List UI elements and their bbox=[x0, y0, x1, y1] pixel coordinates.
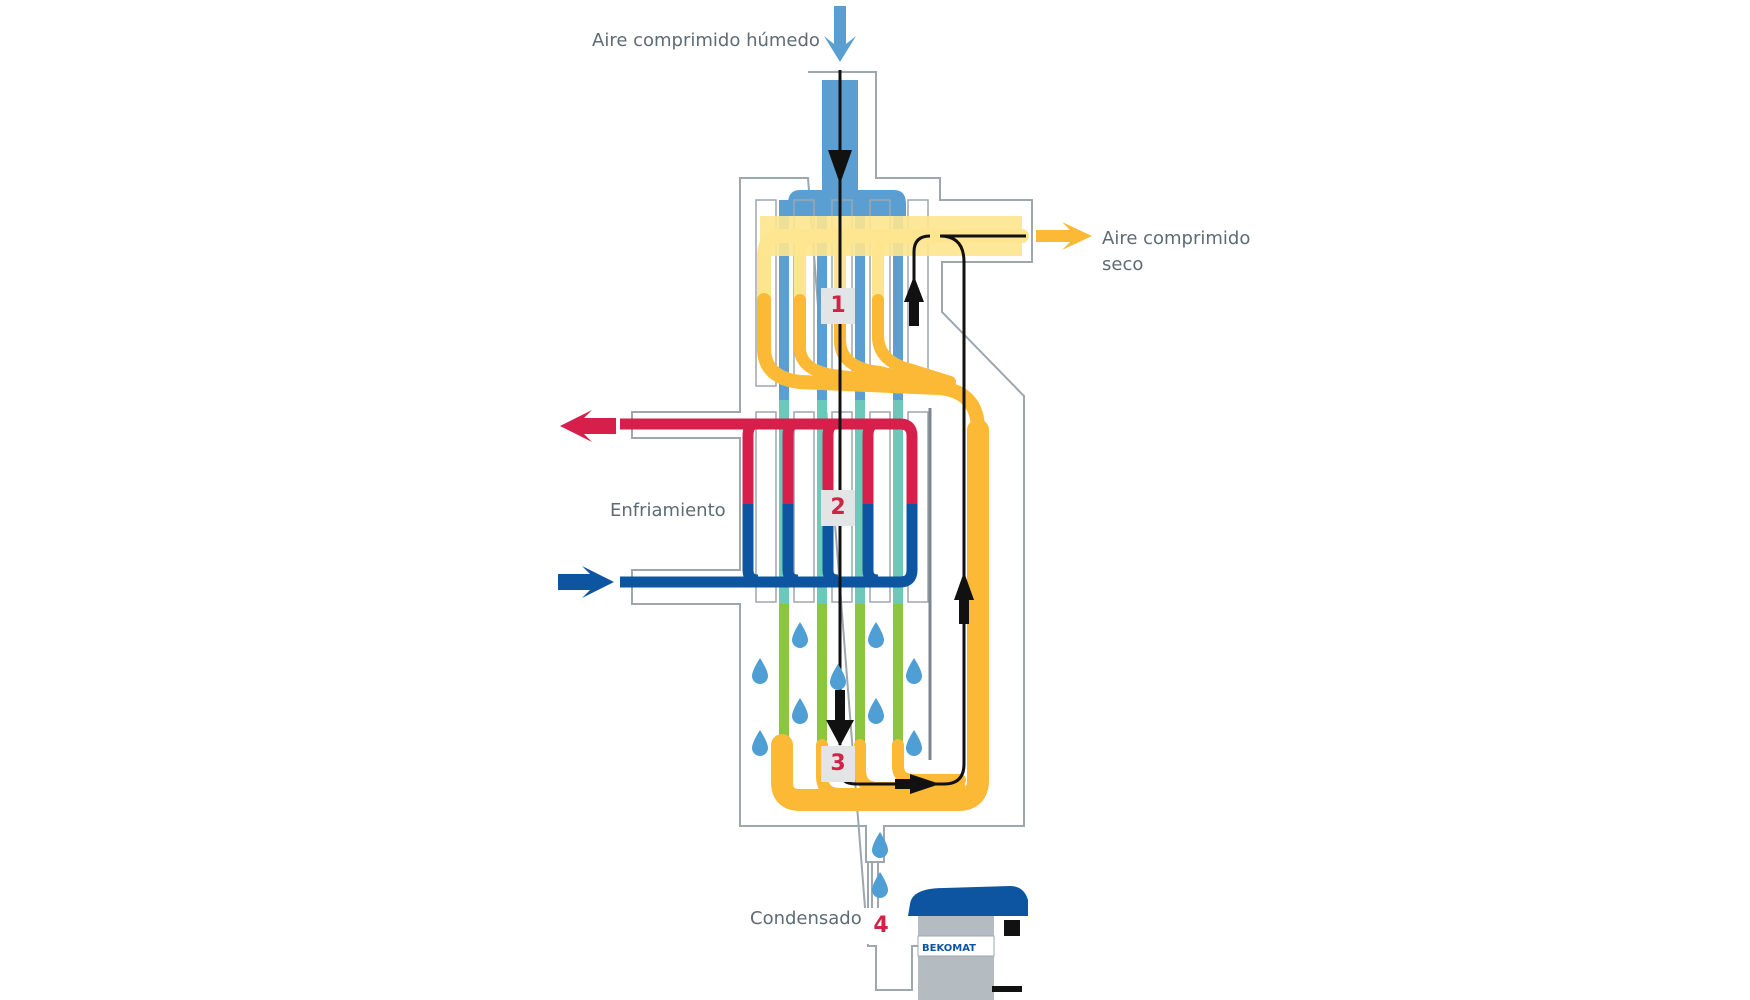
drain-brand-label: BEKOMAT bbox=[922, 943, 976, 954]
condensate-label: Condensado bbox=[750, 908, 862, 929]
bekomat-drain: BEKOMAT bbox=[908, 886, 1028, 1000]
dry-air-label-line1: Aire comprimido bbox=[1102, 228, 1251, 249]
dry-air-riser bbox=[771, 419, 989, 811]
coolant-circuit bbox=[620, 418, 918, 588]
dry-air-label-line2: seco bbox=[1102, 254, 1144, 275]
wet-air-label: Aire comprimido húmedo bbox=[592, 30, 820, 51]
stage-number-2: 2 bbox=[821, 490, 855, 526]
stage-number-4: 4 bbox=[864, 908, 898, 944]
left-arrow-icon bbox=[560, 410, 616, 442]
right-arrow-icon bbox=[558, 566, 614, 598]
right-arrow-icon bbox=[1036, 222, 1092, 250]
down-arrow-icon bbox=[824, 6, 856, 62]
wet-air-manifold bbox=[788, 176, 906, 216]
stage-number-1: 1 bbox=[821, 288, 855, 324]
flow-arrow-icon bbox=[826, 70, 1026, 794]
cooling-label: Enfriamiento bbox=[610, 500, 726, 521]
water-drop-icon bbox=[752, 622, 922, 898]
stage-number-3: 3 bbox=[821, 746, 855, 782]
